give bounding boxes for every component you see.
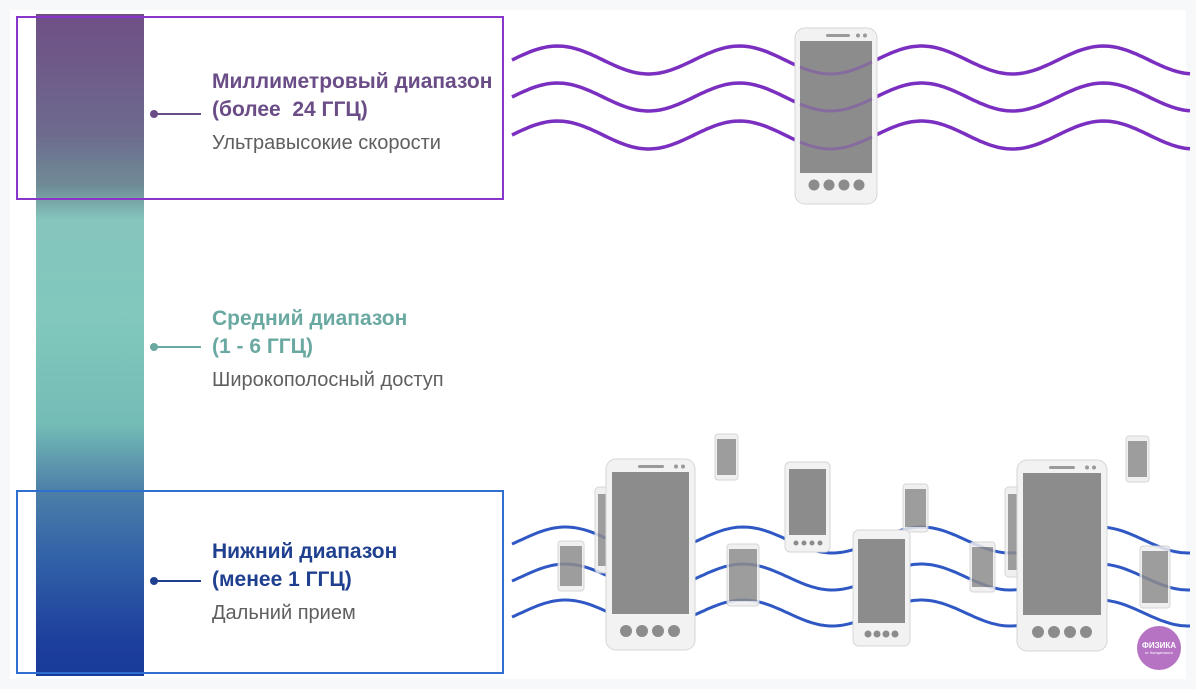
- phone-icon: [794, 27, 878, 205]
- phone-icon: [1139, 545, 1171, 609]
- phone-icon: [784, 461, 831, 553]
- millimeter-band-title-line1: Миллиметровый диапазон: [212, 70, 493, 93]
- mid-band-description: Широкополосный доступ: [212, 369, 444, 391]
- mid-band-label: Средний диапазон (1 - 6 ГГЦ) Широкополос…: [212, 305, 502, 394]
- phone-icon: [605, 458, 696, 651]
- phone-icon: [726, 543, 760, 607]
- millimeter-band-title-line2: (более 24 ГГЦ): [212, 98, 368, 121]
- connector-dot: [150, 577, 158, 585]
- low-band-label: Нижний диапазон (менее 1 ГГЦ) Дальний пр…: [212, 538, 502, 627]
- millimeter-band-description: Ультравысокие скорости: [212, 132, 441, 154]
- phone-icon: [902, 483, 929, 533]
- phone-icon: [852, 529, 911, 647]
- connector-dot: [150, 110, 158, 118]
- millimeter-wave-overlay: [799, 60, 873, 76]
- millimeter-band-connector: [150, 110, 201, 118]
- mid-band-connector: [150, 343, 201, 351]
- low-band-description: Дальний прием: [212, 602, 356, 624]
- phone-icon: [969, 541, 996, 593]
- millimeter-wave-overlay: [799, 97, 873, 113]
- millimeter-band-label: Миллиметровый диапазон (более 24 ГГЦ) Ул…: [212, 68, 502, 157]
- connector-dot: [150, 343, 158, 351]
- logo-subtext: от Канцинского: [1144, 650, 1174, 655]
- low-band-connector: [150, 577, 201, 585]
- millimeter-wave-overlay: [799, 135, 873, 151]
- low-band-title-line1: Нижний диапазон: [212, 540, 398, 563]
- frequency-spectrum-bar: [36, 14, 144, 676]
- logo-text: ФИЗИКА: [1142, 641, 1176, 650]
- low-band-title-line2: (менее 1 ГГЦ): [212, 568, 352, 591]
- phone-icon: [1016, 459, 1108, 652]
- phone-icon: [557, 540, 585, 592]
- phone-icon: [1125, 435, 1150, 483]
- mid-band-title-line2: (1 - 6 ГГЦ): [212, 335, 313, 358]
- phone-icon: [714, 433, 739, 481]
- low-band-box: [16, 490, 504, 674]
- millimeter-band-box: [16, 16, 504, 200]
- channel-logo: ФИЗИКА от Канцинского: [1137, 626, 1181, 670]
- mid-band-title-line1: Средний диапазон: [212, 307, 408, 330]
- wave-overlay: [799, 60, 873, 151]
